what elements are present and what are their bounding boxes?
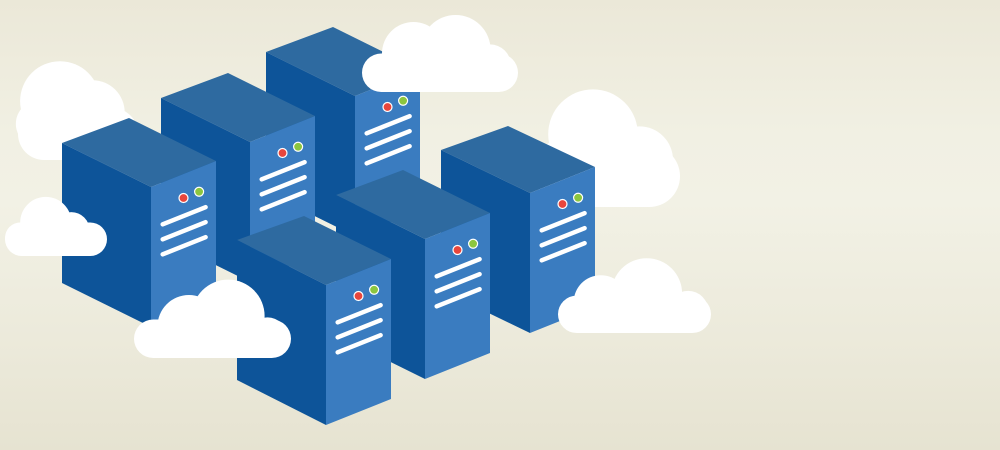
status-led-green (572, 192, 584, 203)
cloud-icon (558, 258, 711, 333)
vent-line (539, 210, 587, 233)
vent-line (160, 204, 208, 227)
cloud-icon (15, 61, 138, 160)
status-led-green (194, 186, 205, 197)
vent-line (364, 128, 412, 151)
status-led-red (353, 290, 364, 302)
vent-line (259, 174, 307, 197)
status-led-red (178, 192, 189, 204)
vent-line (434, 271, 482, 294)
vent-line (434, 256, 482, 279)
status-led-green (468, 238, 479, 249)
status-led-red (557, 198, 568, 210)
status-led-red (452, 244, 463, 256)
cloud-icon (134, 279, 291, 358)
vent-line (364, 113, 412, 136)
status-led-green (369, 284, 380, 295)
vent-line (160, 234, 208, 257)
status-led-green (293, 141, 304, 152)
cloud-icon (5, 196, 107, 256)
vent-line (335, 332, 383, 355)
vent-line (539, 240, 587, 263)
vent-line (539, 225, 587, 248)
vent-line (259, 189, 307, 212)
vent-line (335, 302, 383, 325)
status-led-red (382, 101, 393, 113)
vent-line (160, 219, 208, 242)
status-led-green (398, 95, 409, 106)
server-tower-icon (62, 118, 216, 327)
vent-line (335, 317, 383, 340)
cloud-icon (362, 15, 518, 92)
vent-line (364, 143, 412, 166)
status-led-red (277, 147, 288, 159)
vent-line (434, 286, 482, 309)
vent-line (259, 159, 307, 182)
